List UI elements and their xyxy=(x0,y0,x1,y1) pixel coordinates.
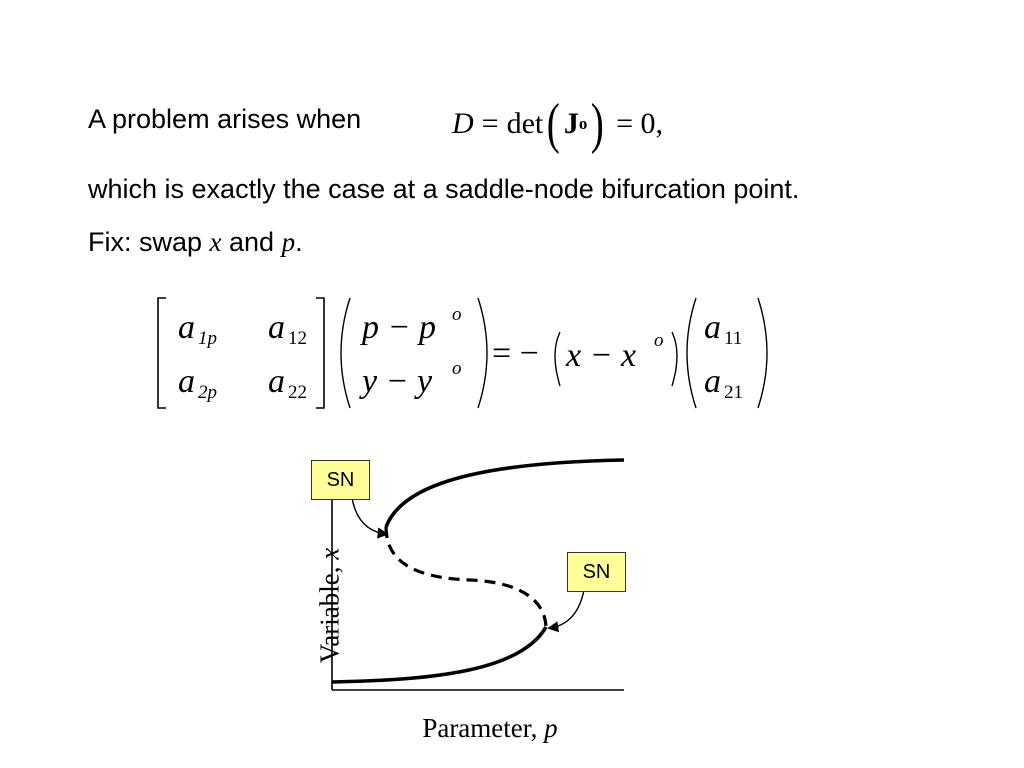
upper-stable-branch xyxy=(384,458,625,528)
elem-a12: a xyxy=(268,309,285,346)
vec-bottom: y − y xyxy=(359,363,433,400)
eq-minus: = − xyxy=(492,335,539,372)
elem-a22: a xyxy=(268,363,285,400)
elem-a1p-sub: 1p xyxy=(198,328,217,349)
vec-right-paren xyxy=(477,297,488,409)
elem-a2p-sub: 2p xyxy=(198,382,217,403)
saddle-node-statement: which is exactly the case at a saddle-no… xyxy=(88,174,800,204)
fix-period: . xyxy=(295,227,303,257)
y-axis-label: Variable, x xyxy=(315,536,346,676)
eq-jacobian-sup: o xyxy=(578,114,588,133)
sn-label-top: SN xyxy=(311,460,370,500)
rvec-right-paren xyxy=(757,297,768,409)
elem-a21-sub: 21 xyxy=(724,382,743,403)
scalar-term: x − x xyxy=(565,337,636,374)
eq-open-paren: ( xyxy=(547,93,561,155)
x-axis-label-var: p xyxy=(544,713,558,743)
elem-a11-sub: 11 xyxy=(724,328,742,349)
elem-a11: a xyxy=(704,309,721,346)
elem-a21: a xyxy=(704,363,721,400)
fix-var-p: p xyxy=(281,227,296,257)
lower-stable-branch xyxy=(331,626,548,684)
y-axis-label-text: Variable, xyxy=(314,559,345,664)
problem-statement: A problem arises when xyxy=(88,106,361,133)
x-axis-label: Parameter, p xyxy=(380,713,600,744)
matrix-left-bracket xyxy=(157,297,166,409)
vec-left-paren xyxy=(340,297,351,409)
eq-d: D xyxy=(452,107,474,140)
vec-top: p − p xyxy=(360,309,436,346)
scalar-sup: o xyxy=(654,330,664,351)
problem-statement-text: A problem arises when xyxy=(88,104,362,134)
scalar-left-paren xyxy=(554,331,561,387)
fix-statement: Fix: swap x and p. xyxy=(88,229,303,256)
eq-jacobian: J xyxy=(563,107,579,140)
vec-top-sup: o xyxy=(452,304,462,325)
eq-equals: = xyxy=(481,107,499,140)
scalar-right-paren xyxy=(671,331,678,387)
eq-rhs: = 0, xyxy=(616,107,663,140)
y-axis-label-var: x xyxy=(314,547,345,560)
eq-close-paren: ) xyxy=(591,93,605,155)
elem-a12-sub: 12 xyxy=(288,328,307,349)
fix-and: and xyxy=(221,227,282,257)
elem-a22-sub: 22 xyxy=(288,382,307,403)
matrix-right-bracket xyxy=(316,297,325,409)
sn-bottom-arrow xyxy=(547,589,585,633)
eq-det: det xyxy=(506,107,544,140)
sn-top-arrow xyxy=(351,497,389,539)
matrix-equation: a 1p a 12 a 2p a 22 p − p o y − y o = − … xyxy=(157,297,768,409)
rvec-left-paren xyxy=(686,297,697,409)
sn-label-bottom: SN xyxy=(567,552,626,592)
fix-var-x: x xyxy=(209,227,222,257)
vec-bottom-sup: o xyxy=(452,358,462,379)
elem-a1p: a xyxy=(178,309,195,346)
unstable-branch xyxy=(384,526,548,628)
x-axis-label-text: Parameter, xyxy=(422,713,545,743)
elem-a2p: a xyxy=(178,363,195,400)
fix-text: Fix: swap xyxy=(88,227,210,257)
